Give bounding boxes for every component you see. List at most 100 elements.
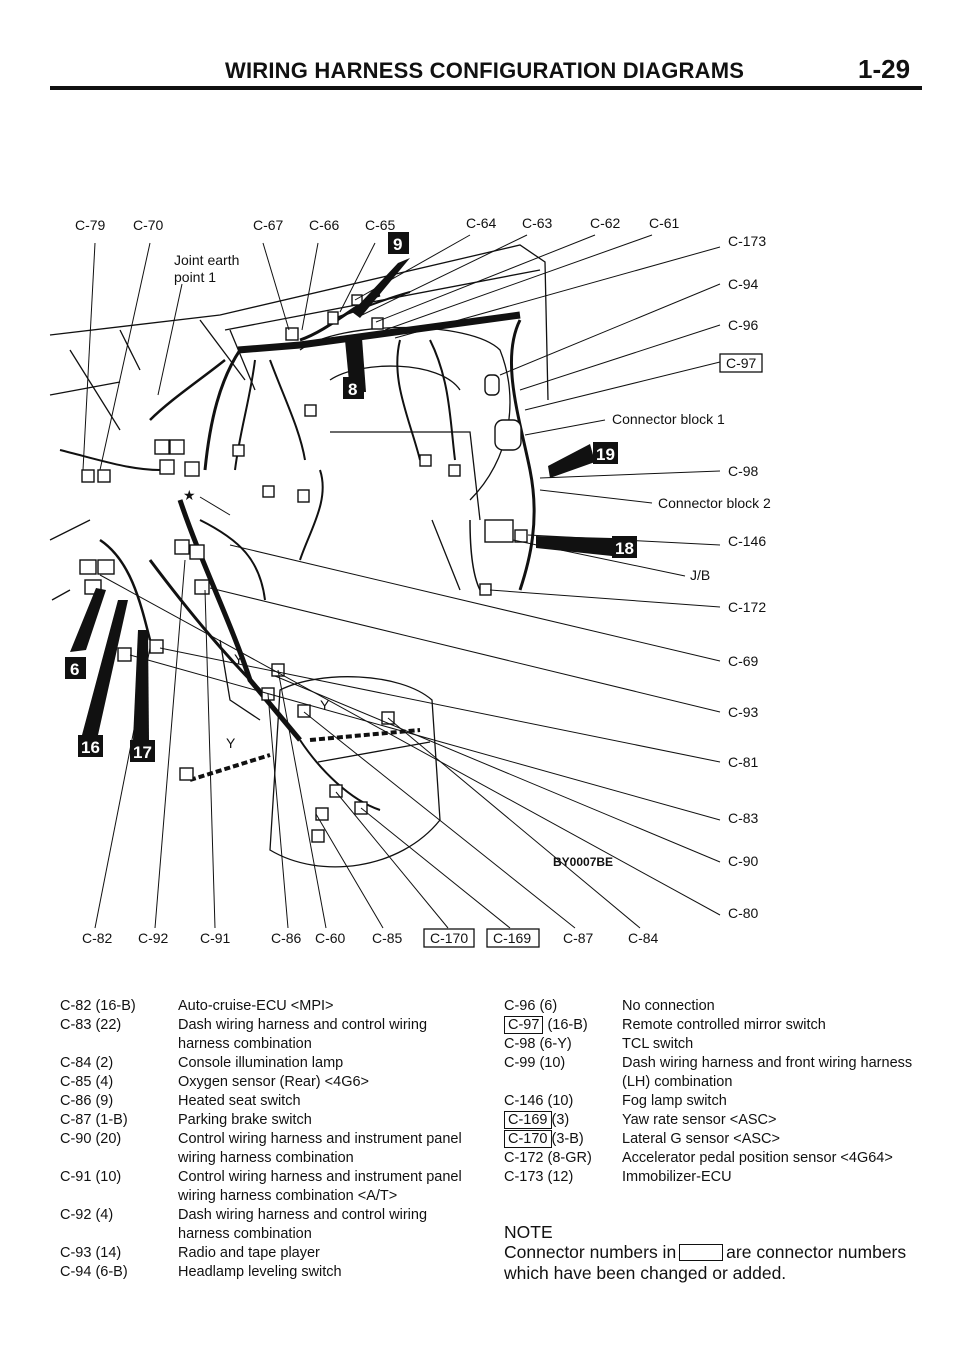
label-c146: C-146 bbox=[728, 533, 766, 549]
dashboard-outline bbox=[49, 244, 549, 868]
label-c87: C-87 bbox=[563, 930, 594, 946]
table-row: C-91 (10) Control wiring harness and inst… bbox=[60, 1168, 470, 1206]
page-title: WIRING HARNESS CONFIGURATION DIAGRAMS bbox=[225, 58, 745, 83]
label-c97: C-97 bbox=[726, 355, 757, 371]
badge-17-label: 17 bbox=[133, 743, 152, 762]
table-row: C-99 (10) Dash wiring harness and front w… bbox=[504, 1054, 919, 1092]
connector-desc: Auto-cruise-ECU <MPI> bbox=[178, 998, 334, 1014]
connector-desc: No connection bbox=[622, 998, 715, 1014]
label-c169: C-169 bbox=[493, 930, 531, 946]
label-c170: C-170 bbox=[430, 930, 468, 946]
badge-16 bbox=[78, 735, 103, 757]
wiring-diagram: 9 8 19 18 6 16 17 C-79 C-70 C-67 C-66 C-… bbox=[49, 215, 771, 948]
badge-9-label: 9 bbox=[393, 235, 402, 254]
label-c82: C-82 bbox=[82, 930, 113, 946]
figure-badges: 9 8 19 18 6 16 17 bbox=[65, 232, 637, 762]
connector-code: C-172 (8-GR) bbox=[504, 1150, 592, 1166]
changed-code-box: C-169 bbox=[504, 1111, 552, 1129]
connector-code: C-84 (2) bbox=[60, 1055, 114, 1071]
label-connector-block-2: Connector block 2 bbox=[658, 495, 771, 511]
star-mark: ★ bbox=[183, 487, 196, 503]
connector-code: C-173 (12) bbox=[504, 1169, 574, 1185]
table-row: C-97 (16-B)Remote controlled mirror swit… bbox=[504, 1016, 919, 1035]
connector-desc: Dash wiring harness and front wiring har… bbox=[622, 1055, 913, 1090]
right-labels: C-173 C-94 C-96 C-97 Connector block 1 C… bbox=[612, 233, 771, 921]
table-row: C-173 (12)Immobilizer-ECU bbox=[504, 1168, 919, 1187]
label-c91: C-91 bbox=[200, 930, 231, 946]
connector-code: C-92 (4) bbox=[60, 1207, 114, 1223]
label-c60: C-60 bbox=[315, 930, 346, 946]
connector-table-left: C-82 (16-B)Auto-cruise-ECU <MPI> C-83 (2… bbox=[60, 997, 470, 1282]
connector-code: C-99 (10) bbox=[504, 1055, 566, 1071]
table-row: C-85 (4) Oxygen sensor (Rear) <4G6> bbox=[60, 1073, 470, 1092]
table-row: C-146 (10)Fog lamp switch bbox=[504, 1092, 919, 1111]
connector-desc: Remote controlled mirror switch bbox=[622, 1017, 826, 1033]
connector-desc: Control wiring harness and instrument pa… bbox=[178, 1169, 462, 1204]
table-row: C-96 (6) No connection bbox=[504, 997, 919, 1016]
y-mark-1: Y bbox=[234, 651, 244, 667]
connector-desc: Yaw rate sensor <ASC> bbox=[622, 1112, 777, 1128]
badge-19 bbox=[593, 442, 618, 464]
connector-desc: Dash wiring harness and control wiring h… bbox=[178, 1207, 428, 1242]
connector-code: C-83 (22) bbox=[60, 1017, 122, 1033]
label-c81: C-81 bbox=[728, 754, 759, 770]
label-c96: C-96 bbox=[728, 317, 759, 333]
table-row: C-84 (2)Console illumination lamp bbox=[60, 1054, 470, 1073]
connector-desc: Headlamp leveling switch bbox=[178, 1264, 342, 1280]
connector-desc: Dash wiring harness and control wiring h… bbox=[178, 1017, 428, 1052]
table-row: C-169(3)Yaw rate sensor <ASC> bbox=[504, 1111, 919, 1130]
label-c80: C-80 bbox=[728, 905, 759, 921]
badge-6-label: 6 bbox=[70, 660, 79, 679]
leader-lines bbox=[82, 234, 721, 929]
label-joint-earth-point: point 1 bbox=[174, 269, 216, 285]
connector-code: C-169(3) bbox=[504, 1111, 622, 1130]
connector-code: C-91 (10) bbox=[60, 1169, 122, 1185]
connector-desc: TCL switch bbox=[622, 1036, 694, 1052]
table-row: C-98 (6-Y)TCL switch bbox=[504, 1035, 919, 1054]
changed-code-box: C-97 bbox=[504, 1016, 544, 1034]
connector-code: C-146 (10) bbox=[504, 1093, 574, 1109]
page-number: 1-29 bbox=[858, 54, 911, 84]
table-row: C-172 (8-GR) Accelerator pedal position s… bbox=[504, 1149, 919, 1168]
connector-code: C-86 (9) bbox=[60, 1093, 114, 1109]
connector-shapes bbox=[79, 294, 528, 843]
label-c61: C-61 bbox=[649, 215, 680, 231]
header-rule bbox=[50, 86, 922, 90]
badge-8-label: 8 bbox=[348, 380, 357, 399]
badge-9 bbox=[388, 232, 409, 254]
pointer-wedges bbox=[70, 258, 612, 740]
connector-desc: Oxygen sensor (Rear) <4G6> bbox=[178, 1074, 370, 1090]
connector-code: C-170(3-B) bbox=[504, 1130, 622, 1149]
label-c94: C-94 bbox=[728, 276, 759, 292]
connector-table-right: C-96 (6) No connection C-97 (16-B)Remote … bbox=[504, 997, 919, 1187]
table-row: C-93 (14)Radio and tape player bbox=[60, 1244, 470, 1263]
table-row: C-83 (22) Dash wiring harness and control… bbox=[60, 1016, 470, 1054]
table-row: C-90 (20)Control wiring harness and inst… bbox=[60, 1130, 470, 1168]
reference-code: BY0007BE bbox=[553, 855, 613, 869]
label-c172: C-172 bbox=[728, 599, 766, 615]
label-c62: C-62 bbox=[590, 215, 621, 231]
connector-code: C-94 (6-B) bbox=[60, 1264, 128, 1280]
label-c90: C-90 bbox=[728, 853, 759, 869]
c97-box bbox=[719, 353, 763, 373]
badge-8 bbox=[343, 377, 364, 399]
label-c69: C-69 bbox=[728, 653, 759, 669]
label-c64: C-64 bbox=[466, 215, 497, 231]
connector-desc: Heated seat switch bbox=[178, 1093, 301, 1109]
connector-desc: Accelerator pedal position sensor <4G64> bbox=[622, 1150, 893, 1166]
badge-16-label: 16 bbox=[81, 738, 100, 757]
connector-code: C-96 (6) bbox=[504, 998, 558, 1014]
label-c93: C-93 bbox=[728, 704, 759, 720]
label-c79: C-79 bbox=[75, 217, 106, 233]
connector-code: C-85 (4) bbox=[60, 1074, 114, 1090]
label-c86: C-86 bbox=[271, 930, 302, 946]
table-row: C-86 (9) Heated seat switch bbox=[60, 1092, 470, 1111]
label-c173: C-173 bbox=[728, 233, 766, 249]
boxed-example bbox=[679, 1243, 724, 1261]
harness-bundles bbox=[59, 291, 536, 811]
changed-code-box: C-170 bbox=[504, 1130, 552, 1148]
connector-code: C-93 (14) bbox=[60, 1245, 122, 1261]
connector-desc: Control wiring harness and instrument pa… bbox=[178, 1131, 462, 1166]
